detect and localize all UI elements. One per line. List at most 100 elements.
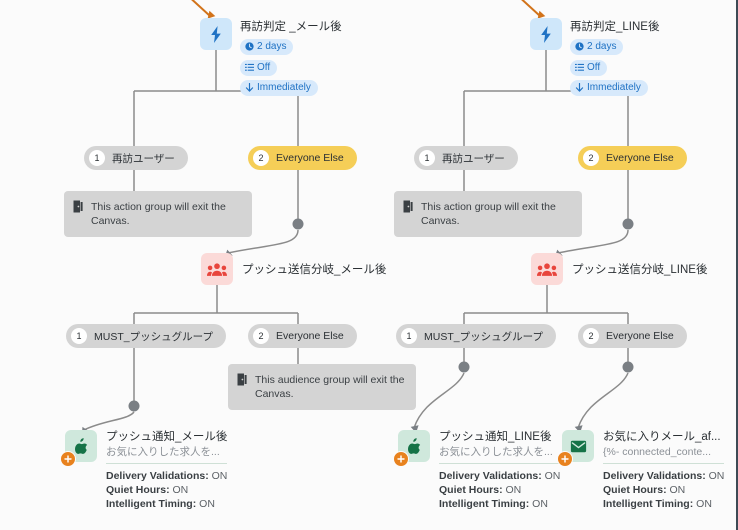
branch-pill-number: 2 <box>583 150 599 166</box>
audience-pill-everyone-else[interactable]: 2 Everyone Else <box>578 324 687 348</box>
message-card-title: プッシュ通知_メール後 <box>106 431 228 443</box>
arrow-down-icon <box>245 83 254 92</box>
audience-pill-label: Everyone Else <box>276 330 344 342</box>
apple-push-icon <box>393 430 430 467</box>
audience-pill-must-push-group[interactable]: 1 MUST_プッシュグループ <box>396 324 556 348</box>
audience-split-node-line[interactable]: プッシュ送信分岐_LINE後 <box>531 253 707 285</box>
message-card-title: お気に入りメール_af... <box>603 431 721 443</box>
delay-chip-rate: Off <box>240 59 278 76</box>
exit-door-icon <box>237 373 247 386</box>
setting-label: Quiet Hours: <box>106 484 170 496</box>
delay-node-mail[interactable]: 再訪判定 _メール後 2 days <box>200 18 342 101</box>
branch-pill-revisit-user[interactable]: 1 再訪ユーザー <box>414 146 518 170</box>
arrow-down-icon <box>575 83 584 92</box>
setting-label: Intelligent Timing: <box>106 498 197 510</box>
email-icon <box>557 430 594 467</box>
setting-intelligent-timing: Intelligent Timing: ON <box>106 497 227 511</box>
message-card-title: プッシュ通知_LINE後 <box>439 431 552 443</box>
setting-label: Quiet Hours: <box>439 484 503 496</box>
branch-pill-number: 1 <box>419 150 435 166</box>
message-card-settings: Delivery Validations: ON Quiet Hours: ON… <box>106 469 227 511</box>
delay-chip-duration-label: 2 days <box>257 40 287 52</box>
setting-delivery-validations: Delivery Validations: ON <box>603 469 724 483</box>
lightning-icon <box>200 18 232 50</box>
delay-chip-rate: Off <box>570 59 608 76</box>
delay-chip-duration: 2 days <box>570 38 624 55</box>
setting-value: ON <box>544 470 561 482</box>
canvas-right-border <box>736 0 738 530</box>
add-step-badge-icon[interactable] <box>60 451 76 467</box>
exit-note-text: This action group will exit the Canvas. <box>421 201 556 227</box>
delay-chip-schedule: Immediately <box>240 80 318 96</box>
setting-value: ON <box>696 498 712 510</box>
setting-quiet-hours: Quiet Hours: ON <box>106 483 227 497</box>
message-card-subtitle: {%- connected_conte... <box>603 445 725 464</box>
exit-note-action-group: This action group will exit the Canvas. <box>394 191 582 237</box>
delay-title: 再訪判定 _メール後 <box>240 21 342 33</box>
audience-split-node-mail[interactable]: プッシュ送信分岐_メール後 <box>201 253 386 285</box>
setting-delivery-validations: Delivery Validations: ON <box>439 469 560 483</box>
setting-intelligent-timing: Intelligent Timing: ON <box>603 497 724 511</box>
message-card-push-mail[interactable]: プッシュ通知_メール後 お気に入りした求人を... Delivery Valid… <box>60 430 228 511</box>
delay-chip-schedule-label: Immediately <box>257 82 311 93</box>
setting-value: ON <box>199 498 215 510</box>
setting-value: ON <box>532 498 548 510</box>
setting-label: Delivery Validations: <box>603 470 706 482</box>
setting-value: ON <box>211 470 228 482</box>
delay-chip-rate-label: Off <box>587 61 601 73</box>
setting-intelligent-timing: Intelligent Timing: ON <box>439 497 560 511</box>
delay-chip-schedule: Immediately <box>570 80 648 96</box>
exit-note-action-group: This action group will exit the Canvas. <box>64 191 252 237</box>
branch-pill-everyone-else[interactable]: 2 Everyone Else <box>578 146 687 170</box>
audience-pill-number: 2 <box>253 328 269 344</box>
clock-icon <box>245 42 254 51</box>
setting-quiet-hours: Quiet Hours: ON <box>439 483 560 497</box>
audience-icon <box>201 253 233 285</box>
branch-pill-label: 再訪ユーザー <box>112 152 175 165</box>
delay-chip-rate-label: Off <box>257 61 271 73</box>
message-card-settings: Delivery Validations: ON Quiet Hours: ON… <box>439 469 560 511</box>
apple-push-icon <box>60 430 97 467</box>
setting-value: ON <box>669 484 686 496</box>
setting-delivery-validations: Delivery Validations: ON <box>106 469 227 483</box>
audience-pill-number: 1 <box>401 328 417 344</box>
audience-pill-number: 2 <box>583 328 599 344</box>
delay-chip-duration: 2 days <box>240 38 294 55</box>
message-card-subtitle: お気に入りした求人を... <box>439 445 561 464</box>
setting-label: Quiet Hours: <box>603 484 667 496</box>
list-icon <box>245 63 254 71</box>
setting-label: Intelligent Timing: <box>439 498 530 510</box>
add-step-badge-icon[interactable] <box>393 451 409 467</box>
exit-note-text: This action group will exit the Canvas. <box>91 201 226 227</box>
delay-node-line[interactable]: 再訪判定_LINE後 2 days <box>530 18 659 101</box>
message-card-settings: Delivery Validations: ON Quiet Hours: ON… <box>603 469 724 511</box>
branch-pill-number: 1 <box>89 150 105 166</box>
message-card-email[interactable]: お気に入りメール_af... {%- connected_conte... De… <box>557 430 725 511</box>
audience-pill-label: MUST_プッシュグループ <box>424 330 543 343</box>
audience-split-title: プッシュ送信分岐_メール後 <box>242 264 387 276</box>
exit-door-icon <box>403 200 413 213</box>
branch-pill-number: 2 <box>253 150 269 166</box>
exit-door-icon <box>73 200 83 213</box>
audience-pill-number: 1 <box>71 328 87 344</box>
branch-pill-everyone-else[interactable]: 2 Everyone Else <box>248 146 357 170</box>
branch-pill-label: 再訪ユーザー <box>442 152 505 165</box>
list-icon <box>575 63 584 71</box>
delay-chip-duration-label: 2 days <box>587 40 617 52</box>
branch-pill-label: Everyone Else <box>276 152 344 164</box>
setting-value: ON <box>172 484 189 496</box>
audience-pill-everyone-else[interactable]: 2 Everyone Else <box>248 324 357 348</box>
message-card-push-line[interactable]: プッシュ通知_LINE後 お気に入りした求人を... Delivery Vali… <box>393 430 561 511</box>
delay-chip-schedule-label: Immediately <box>587 82 641 93</box>
branch-pill-revisit-user[interactable]: 1 再訪ユーザー <box>84 146 188 170</box>
audience-pill-must-push-group[interactable]: 1 MUST_プッシュグループ <box>66 324 226 348</box>
exit-note-audience-group: This audience group will exit the Canvas… <box>228 364 416 410</box>
add-step-badge-icon[interactable] <box>557 451 573 467</box>
audience-pill-label: MUST_プッシュグループ <box>94 330 213 343</box>
clock-icon <box>575 42 584 51</box>
branch-pill-label: Everyone Else <box>606 152 674 164</box>
setting-label: Delivery Validations: <box>106 470 209 482</box>
audience-pill-label: Everyone Else <box>606 330 674 342</box>
setting-label: Intelligent Timing: <box>603 498 694 510</box>
